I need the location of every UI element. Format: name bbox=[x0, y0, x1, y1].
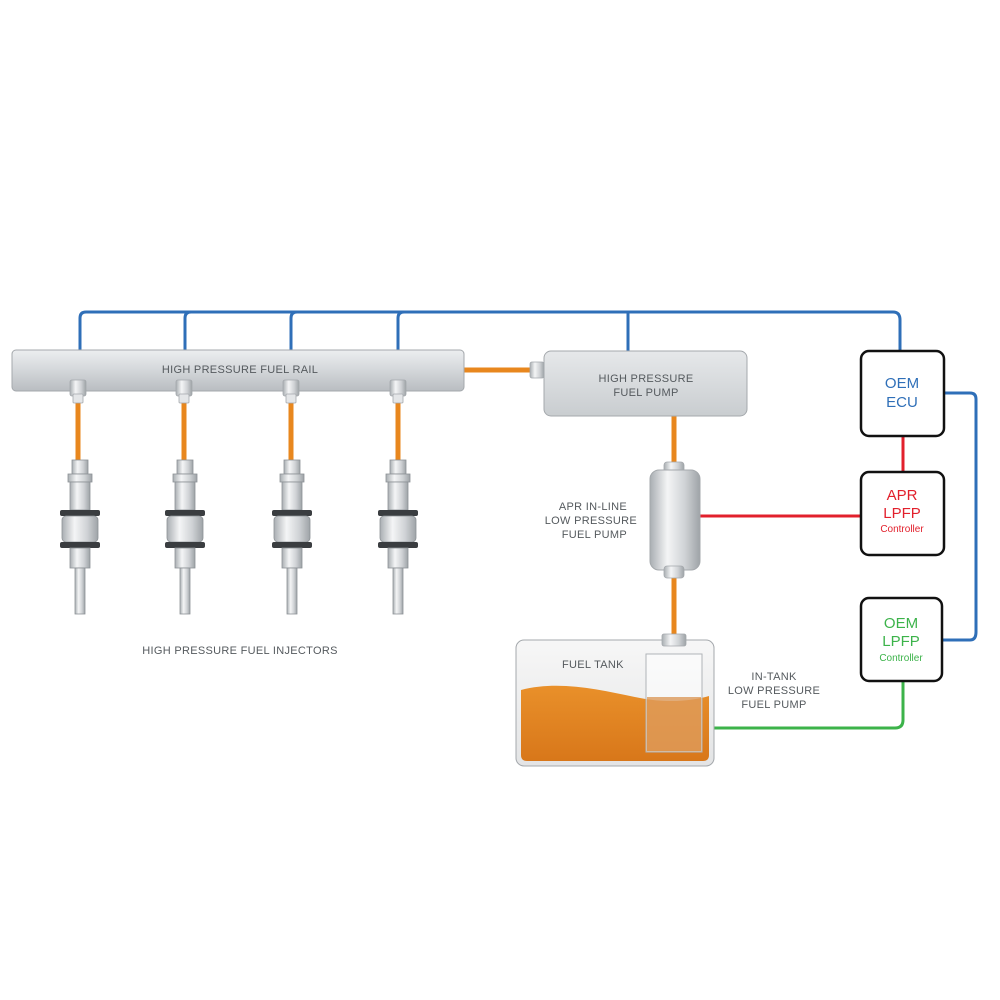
oem-lpfp-controller-box: OEM LPFP Controller bbox=[859, 596, 944, 683]
high-pressure-fuel-pump: HIGH PRESSURE FUEL PUMP bbox=[529, 350, 748, 417]
injectors-label: HIGH PRESSURE FUEL INJECTORS bbox=[142, 645, 337, 657]
ecu-main-bus-wire bbox=[78, 310, 902, 352]
inline-pump-label-line2: LOW PRESSURE bbox=[545, 515, 637, 527]
ecu-wire-injector-4 bbox=[396, 310, 405, 350]
injector-3 bbox=[271, 459, 313, 615]
oem-lpfp-line2: LPFP bbox=[882, 633, 920, 650]
fuel-tank: FUEL TANK IN-TANK LOW PRESSURE FUEL PUMP bbox=[515, 633, 820, 767]
inline-pump-label-line1: APR IN-LINE bbox=[559, 501, 627, 513]
in-tank-pump bbox=[645, 633, 703, 753]
apr-lpfp-line2: LPFP bbox=[883, 505, 921, 522]
intank-pump-label-line1: IN-TANK bbox=[751, 671, 797, 683]
apr-lpfp-line1: APR bbox=[887, 487, 918, 504]
injector-4 bbox=[377, 459, 419, 615]
apr-lpfp-controller-box: APR LPFP Controller bbox=[859, 470, 946, 557]
hp-pump-label-line1: HIGH PRESSURE bbox=[599, 373, 694, 385]
ecu-wire-injector-2 bbox=[183, 310, 192, 350]
inline-pump-label-line3: FUEL PUMP bbox=[562, 529, 627, 541]
high-pressure-fuel-rail: HIGH PRESSURE FUEL RAIL bbox=[11, 349, 465, 404]
ecu-wire-injector-3 bbox=[289, 310, 298, 350]
ecu-signal-wires bbox=[78, 310, 978, 642]
fuel-lines bbox=[75, 367, 677, 642]
oem-controller-to-intank-pump-wire bbox=[678, 681, 905, 730]
oem-lpfp-line1: OEM bbox=[884, 615, 918, 632]
high-pressure-fuel-injectors: HIGH PRESSURE FUEL INJECTORS bbox=[59, 459, 419, 657]
injector-2 bbox=[164, 459, 206, 615]
oem-ecu-box: OEM ECU bbox=[859, 349, 946, 438]
oem-ecu-line1: OEM bbox=[885, 375, 919, 392]
fuel-tank-label: FUEL TANK bbox=[562, 659, 624, 671]
apr-lpfp-line3: Controller bbox=[880, 524, 924, 535]
hp-pump-label-line2: FUEL PUMP bbox=[613, 387, 678, 399]
ecu-to-oem-lpfp-wire bbox=[942, 391, 978, 642]
intank-pump-label-line2: LOW PRESSURE bbox=[728, 685, 820, 697]
injector-1 bbox=[59, 459, 101, 615]
oem-ecu-line2: ECU bbox=[886, 394, 918, 411]
apr-inline-low-pressure-pump: APR IN-LINE LOW PRESSURE FUEL PUMP bbox=[545, 461, 701, 579]
fuel-rail-label: HIGH PRESSURE FUEL RAIL bbox=[162, 364, 318, 376]
oem-lpfp-line3: Controller bbox=[879, 653, 923, 664]
intank-pump-label-line3: FUEL PUMP bbox=[741, 699, 806, 711]
